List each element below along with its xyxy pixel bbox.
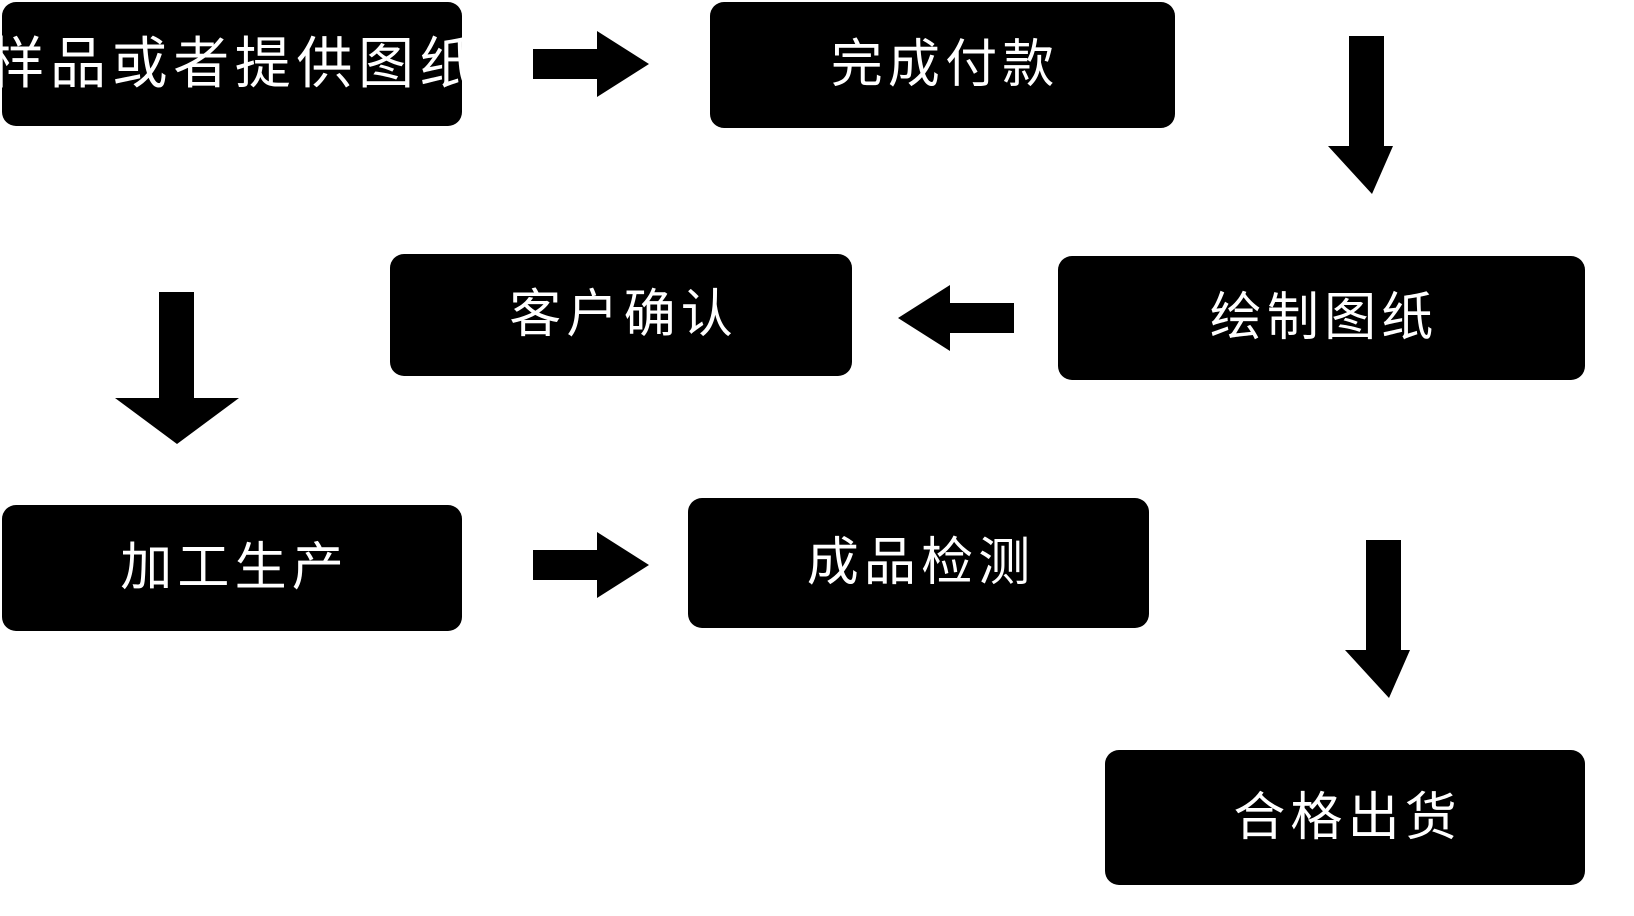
node-label: 绘制图纸 — [1209, 289, 1439, 347]
node-label: 加工生产 — [120, 539, 349, 597]
node-sample-or-drawing[interactable]: 样品或者提供图纸 — [0, 2, 476, 126]
node-label: 合格出货 — [1233, 788, 1462, 847]
node-production[interactable]: 加工生产 — [2, 505, 462, 631]
node-customer-confirm[interactable]: 客户确认 — [390, 254, 852, 376]
node-label: 成品检测 — [806, 534, 1036, 592]
node-draw-drawing[interactable]: 绘制图纸 — [1058, 256, 1585, 380]
arrow-drawing-to-confirm-icon — [898, 285, 1014, 351]
node-qualified-shipment[interactable]: 合格出货 — [1105, 750, 1585, 885]
node-label: 样品或者提供图纸 — [0, 32, 482, 95]
node-label: 完成付款 — [830, 36, 1060, 94]
arrow-production-to-inspection-icon — [533, 532, 649, 598]
node-finished-inspection[interactable]: 成品检测 — [688, 498, 1149, 628]
node-complete-payment[interactable]: 完成付款 — [710, 2, 1175, 128]
arrow-payment-to-drawing-icon — [1228, 36, 1393, 194]
arrow-inspection-to-shipment-icon — [1245, 540, 1410, 698]
arrow-confirm-to-production-icon — [115, 292, 280, 444]
node-label: 客户确认 — [509, 286, 738, 344]
arrow-sample-to-payment-icon — [533, 31, 649, 97]
